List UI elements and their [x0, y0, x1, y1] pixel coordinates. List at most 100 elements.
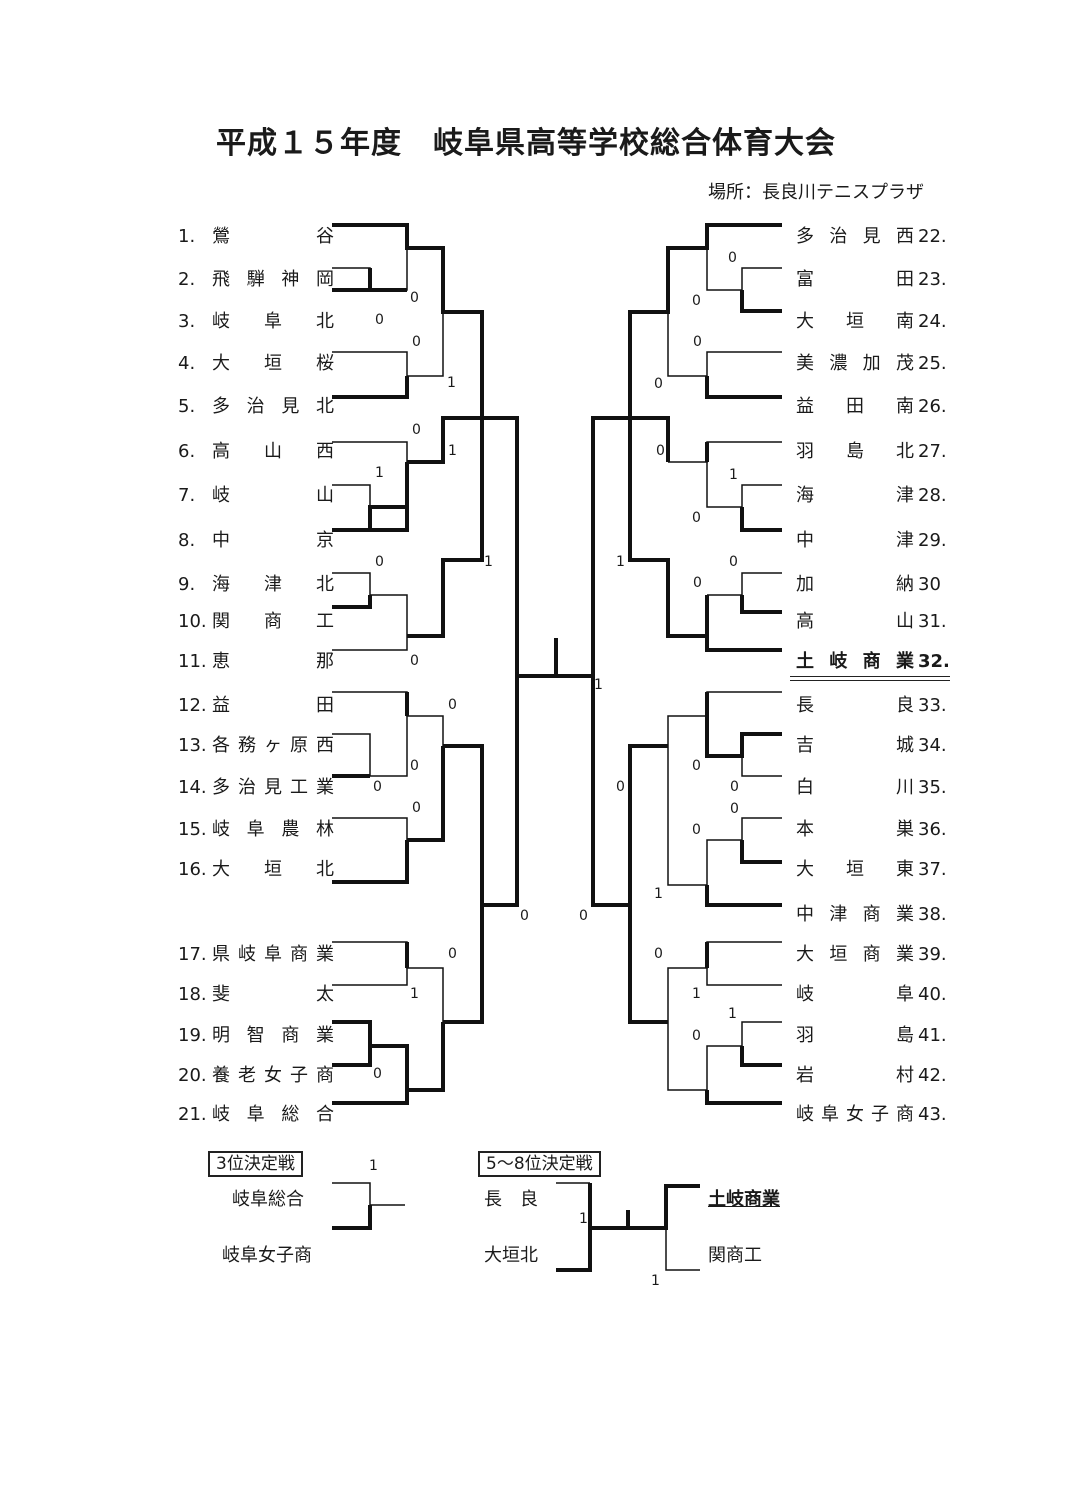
team-number: 43.	[918, 1104, 947, 1125]
match-score: 0	[375, 312, 384, 328]
bracket-line	[332, 376, 409, 399]
left-team-13: 13.各務ヶ原西	[178, 735, 334, 757]
match-score: 1	[448, 443, 457, 459]
team-name: 土岐商業	[796, 651, 914, 672]
left-team-10: 10.関商工	[178, 611, 334, 633]
match-score: 0	[693, 334, 702, 350]
third-place-team-a: 岐阜総合	[232, 1189, 304, 1210]
left-team-2: 2.飛騨神岡	[178, 269, 334, 291]
team-name: 各務ヶ原西	[212, 735, 334, 756]
team-number: 35.	[918, 777, 947, 798]
left-team-14: 14.多治見工業	[178, 777, 334, 799]
bracket-line	[332, 746, 445, 884]
match-score: 1	[616, 554, 625, 570]
team-name: 大垣商業	[796, 944, 914, 965]
team-name: 中津	[796, 530, 914, 551]
team-name: 長良	[796, 695, 914, 716]
team-number: 13.	[178, 735, 207, 756]
left-team-15: 15.岐阜農林	[178, 819, 334, 841]
left-team-7: 7.岐山	[178, 485, 334, 507]
bracket-line	[332, 941, 444, 1022]
bracket-line	[332, 1205, 372, 1230]
team-name: 高山	[796, 611, 914, 632]
bracket-line	[706, 462, 782, 508]
bracket-line	[332, 1090, 409, 1105]
team-name: 岐阜	[796, 984, 914, 1005]
bracket-line	[332, 817, 408, 840]
left-team-19: 19.明智商業	[178, 1025, 334, 1047]
bracket-line	[405, 676, 519, 907]
team-name: 多治見北	[212, 396, 334, 417]
team-number: 9.	[178, 574, 196, 595]
bracket-line	[332, 418, 484, 638]
team-name: 羽島	[796, 1025, 914, 1046]
bracket-line	[332, 223, 558, 678]
match-score: 0	[616, 779, 625, 795]
team-name: 美濃加茂	[796, 353, 914, 374]
team-name: 県岐阜商業	[212, 944, 334, 965]
match-score: 1	[729, 467, 738, 483]
team-number: 32.	[918, 651, 950, 672]
match-score: 0	[410, 653, 419, 669]
team-name: 岐阜女子商	[796, 1104, 914, 1125]
left-team-11: 11.恵那	[178, 651, 334, 673]
match-score: 1	[579, 1211, 588, 1227]
fifth-team-a: 長 良	[484, 1189, 538, 1210]
bracket-line	[332, 968, 408, 986]
bracket-line	[332, 1020, 445, 1092]
team-name: 中京	[212, 530, 334, 551]
bracket-line	[407, 416, 482, 464]
team-name: 飛騨神岡	[212, 269, 334, 290]
match-score: 0	[375, 554, 384, 570]
bracket-line	[332, 691, 444, 746]
team-number: 29.	[918, 530, 947, 551]
match-score: 0	[728, 250, 737, 266]
team-number: 17.	[178, 944, 207, 965]
match-score: 0	[656, 443, 665, 459]
team-number: 41.	[918, 1025, 947, 1046]
match-score: 1	[728, 1006, 737, 1022]
match-score: 0	[692, 1028, 701, 1044]
match-score: 0	[412, 800, 421, 816]
team-number: 20.	[178, 1065, 207, 1086]
team-name: 海津北	[212, 574, 334, 595]
bracket-line	[332, 716, 408, 777]
team-number: 22.	[918, 226, 947, 247]
match-score: 1	[447, 375, 456, 391]
left-team-6: 6.高山西	[178, 441, 334, 463]
team-name: 岐阜北	[212, 311, 334, 332]
team-name: 岩村	[796, 1065, 914, 1086]
team-number: 30	[918, 574, 941, 595]
match-score: 0	[448, 697, 457, 713]
team-number: 5.	[178, 396, 196, 417]
match-score: 0	[448, 946, 457, 962]
match-score: 1	[594, 677, 603, 693]
team-name: 加納	[796, 574, 914, 595]
team-name: 益田	[212, 695, 334, 716]
match-score: 0	[693, 575, 702, 591]
left-team-18: 18.斐太	[178, 984, 334, 1006]
match-score: 0	[729, 554, 738, 570]
team-number: 15.	[178, 819, 207, 840]
bracket-line	[741, 756, 782, 777]
match-score: 1	[484, 554, 493, 570]
team-number: 39.	[918, 944, 947, 965]
team-number: 19.	[178, 1025, 207, 1046]
page-title: 平成１５年度 岐阜県高等学校総合体育大会	[216, 126, 836, 161]
bracket-line	[556, 223, 782, 678]
bracket-line	[705, 376, 782, 399]
bracket-line	[705, 716, 782, 758]
team-number: 28.	[918, 485, 947, 506]
team-number: 38.	[918, 904, 947, 925]
team-number: 12.	[178, 695, 207, 716]
